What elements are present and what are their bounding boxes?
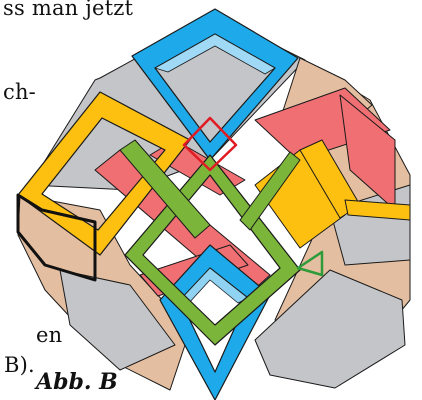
green-strip-right bbox=[239, 151, 301, 231]
text-fragment-top: ss man jetzt bbox=[3, 0, 134, 20]
red-band-upper bbox=[254, 87, 391, 161]
text-fragment-lower: en bbox=[36, 323, 63, 347]
back-gray-face-bottom-right bbox=[254, 269, 406, 389]
green-triangle-marker bbox=[296, 250, 324, 277]
back-gray-face-bottom-left bbox=[59, 269, 176, 371]
text-fragment-bottom: B). bbox=[4, 353, 35, 377]
red-diamond-marker bbox=[182, 116, 238, 172]
yellow-strip-far-right bbox=[344, 199, 411, 221]
green-strip-left bbox=[119, 139, 211, 239]
figure-caption: Abb. B bbox=[36, 369, 118, 395]
black-outline-marker bbox=[16, 193, 97, 282]
text-fragment-hyphen: ch- bbox=[3, 80, 36, 104]
blue-frame-top-shade bbox=[154, 33, 276, 75]
